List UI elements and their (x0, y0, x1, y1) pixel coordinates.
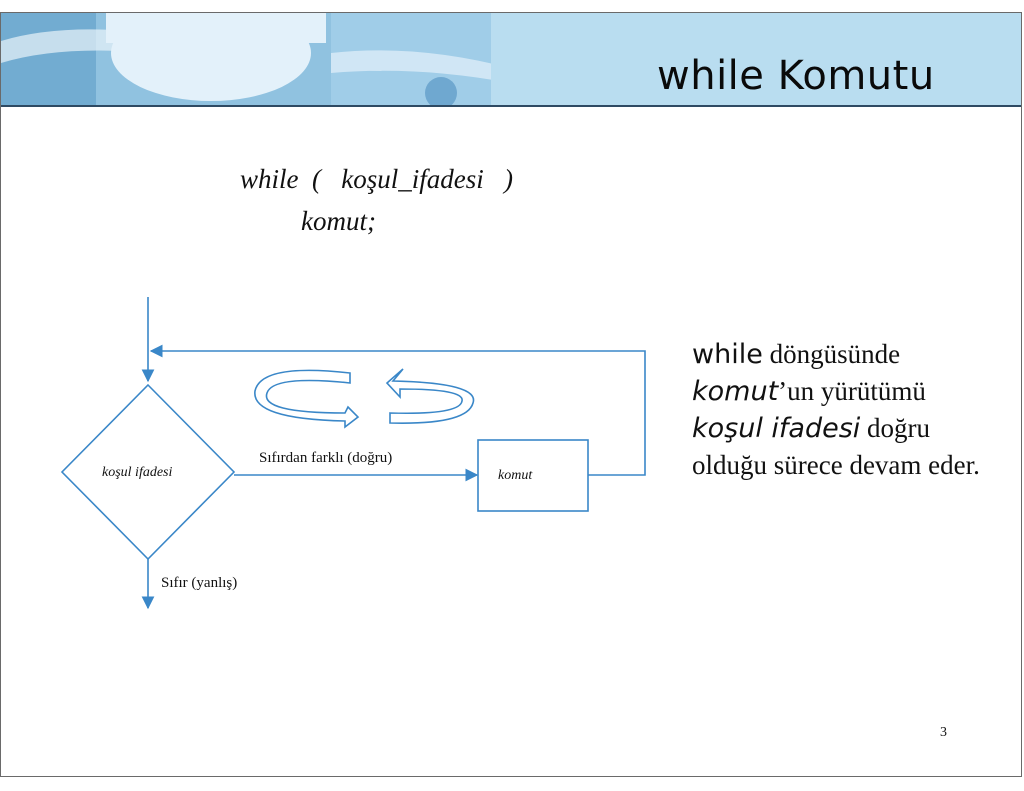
desc-text-1: döngüsünde (763, 339, 900, 369)
slide-header: while Komutu (1, 13, 1021, 105)
slide-title: while Komutu (657, 53, 935, 99)
desc-keyword: while (692, 339, 763, 370)
while-flowchart: koşul ifadesi Sıfırdan farklı (doğru) ko… (55, 285, 655, 625)
process-box (478, 440, 588, 511)
page-number: 3 (940, 725, 947, 741)
code-line-while: while ( koşul_ifadesi ) (240, 164, 513, 195)
false-label: Sıfır (yanlış) (161, 575, 237, 591)
desc-italic-2: koşul ifadesi (692, 413, 860, 444)
desc-text-2: ’un yürütümü (778, 376, 926, 406)
desc-italic-1: komut (692, 376, 778, 407)
true-label: Sıfırdan farklı (doğru) (259, 450, 392, 466)
code-line-komut: komut; (301, 206, 376, 237)
description-text: while döngüsünde komut’un yürütümü koşul… (692, 336, 992, 484)
decision-label: koşul ifadesi (102, 465, 172, 480)
process-label: komut (498, 468, 533, 483)
header-divider (1, 105, 1021, 107)
loop-cycle-icon (255, 369, 474, 427)
